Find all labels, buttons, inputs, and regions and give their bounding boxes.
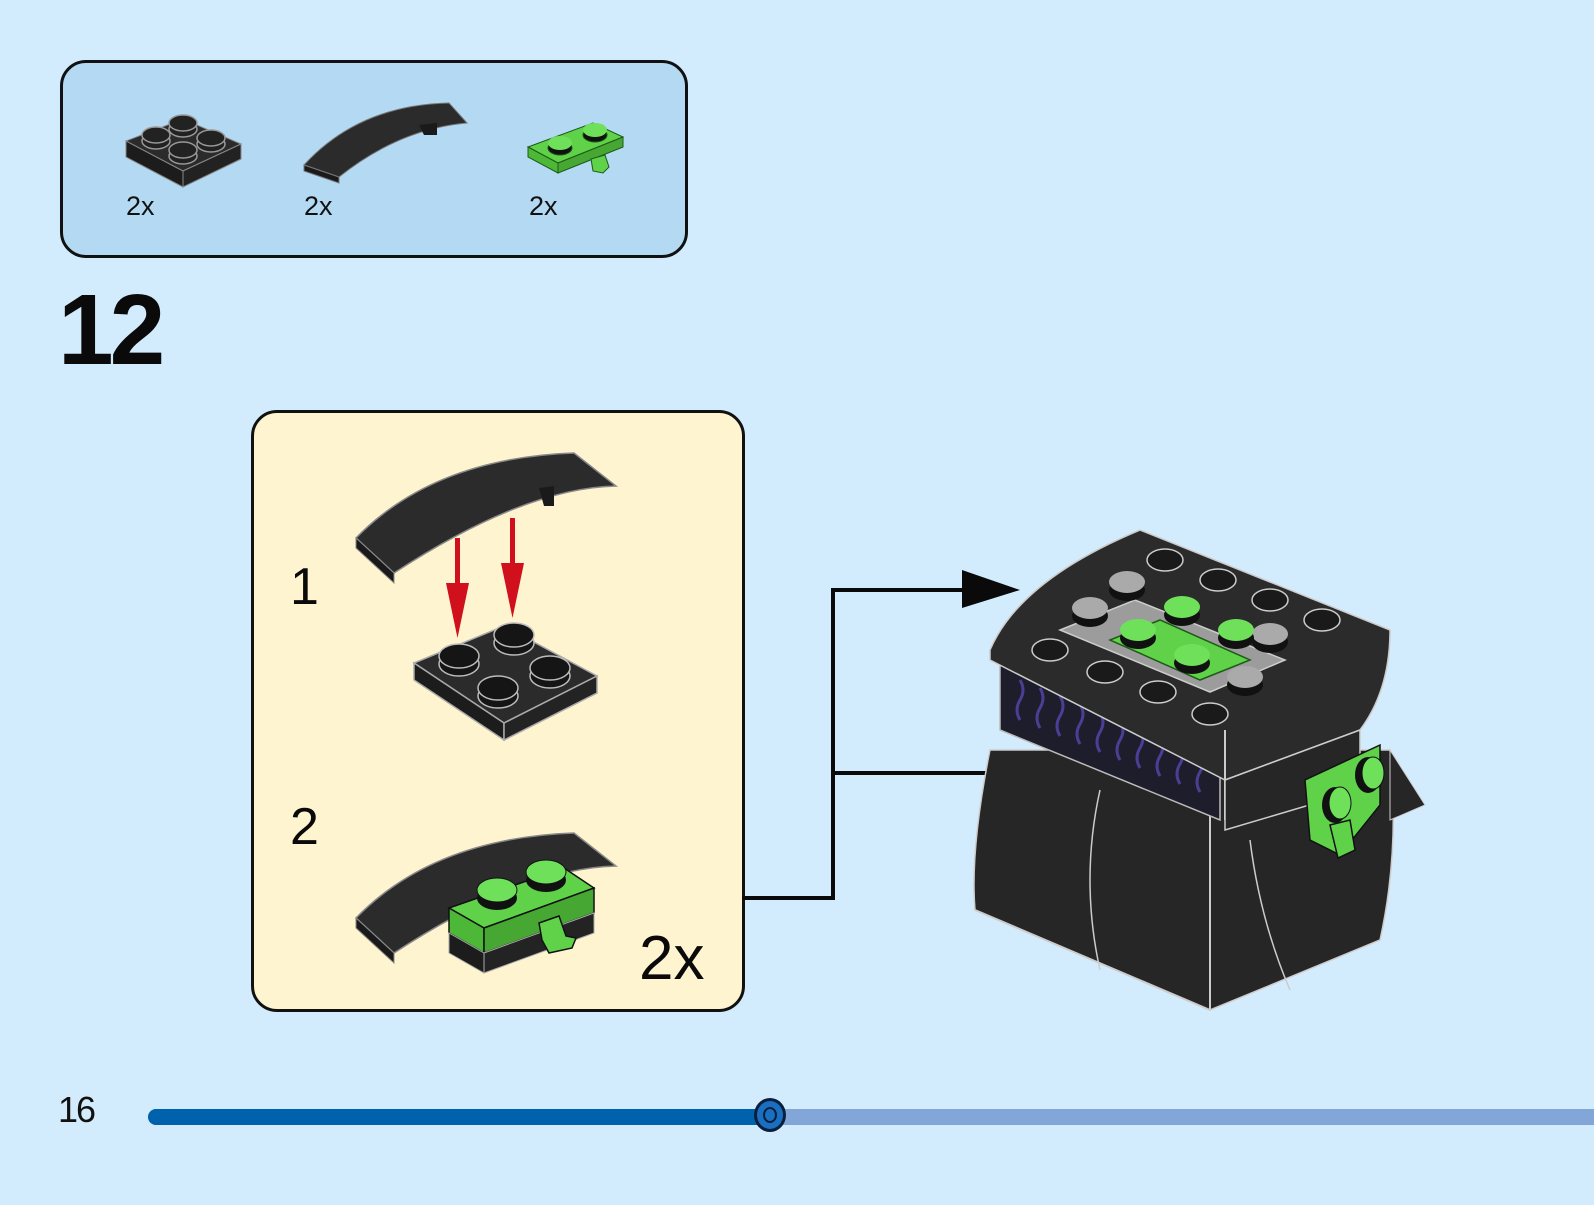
parts-list-box: 2x 2x 2x	[60, 60, 688, 258]
red-down-arrow-icon	[446, 538, 469, 638]
part-item: 2x	[121, 89, 251, 221]
step-number: 12	[58, 274, 165, 386]
progress-knob	[753, 1098, 786, 1132]
part-item: 2x	[299, 95, 469, 221]
substep-label: 1	[290, 558, 319, 616]
substep-label: 2	[290, 798, 319, 856]
submodel-multiplier: 2x	[639, 924, 705, 993]
plate-2x2-black-icon	[124, 114, 243, 188]
main-model-illustration	[973, 529, 1426, 1011]
progress-fill	[148, 1109, 770, 1125]
substep-1-illustration	[354, 452, 619, 742]
red-down-arrow-icon	[501, 518, 524, 618]
progress-bar	[148, 1098, 1594, 1132]
part-item: 2x	[523, 115, 633, 221]
page-number: 16	[58, 1089, 96, 1130]
substep-2-illustration	[354, 832, 619, 974]
curved-slope-black-icon	[303, 102, 469, 184]
part-quantity: 2x	[304, 191, 333, 221]
stud	[1031, 548, 1341, 726]
part-quantity: 2x	[529, 191, 558, 221]
plate-clip-green-icon	[526, 122, 625, 174]
part-quantity: 2x	[126, 191, 155, 221]
connector-line	[742, 588, 978, 900]
submodel-box: 1 2	[251, 410, 745, 1012]
